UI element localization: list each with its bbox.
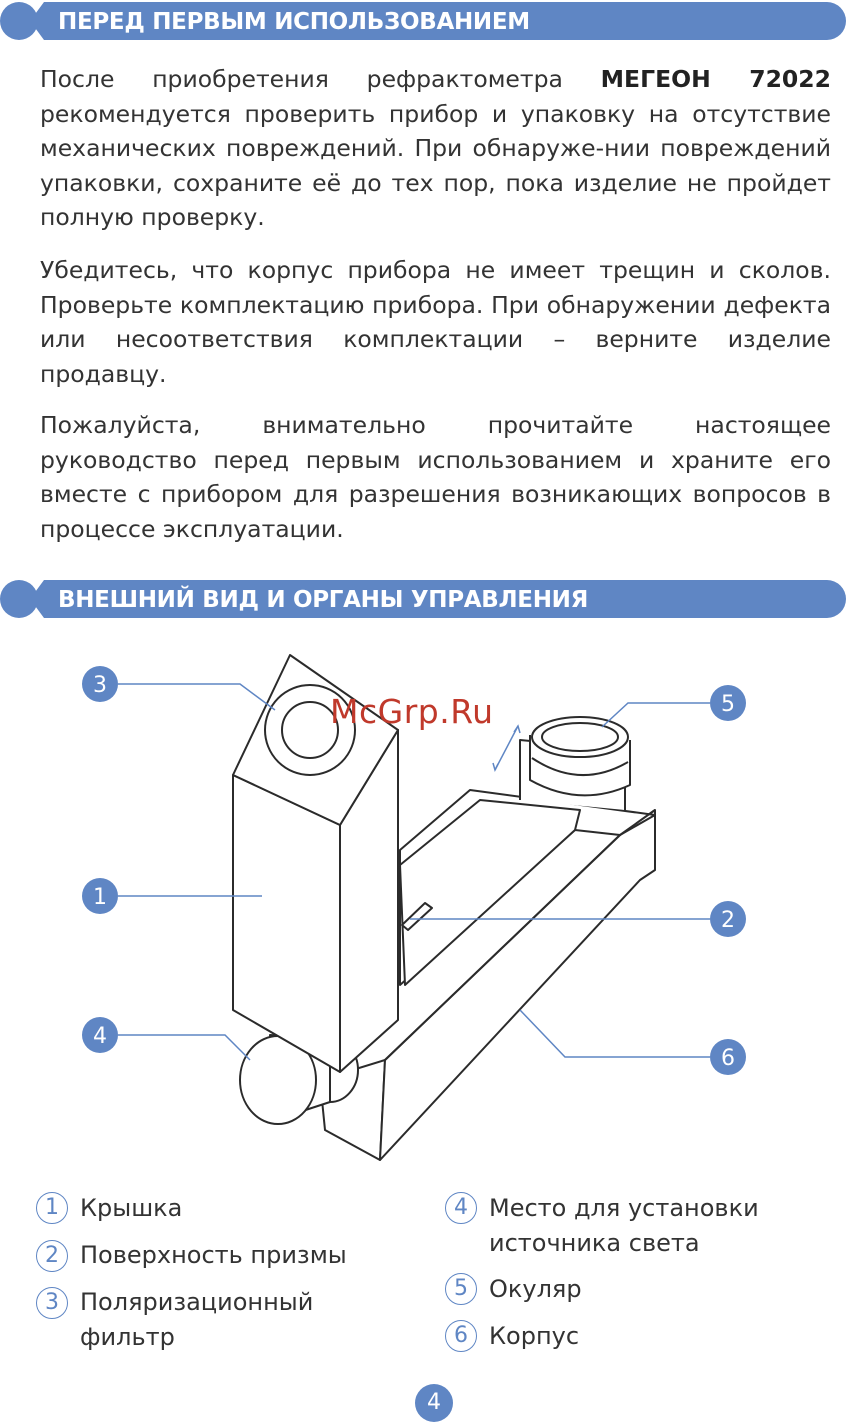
callout-2 (710, 901, 746, 937)
callout-4 (82, 1017, 118, 1053)
callout-label-4: 4 (93, 1024, 107, 1049)
paragraph-2: Убедитесь, что корпус прибора не имеет т… (40, 256, 831, 388)
paragraph-3: Пожалуйста, внимательно прочитайте насто… (40, 411, 831, 543)
page-number: 4 (415, 1384, 453, 1422)
prism-window (401, 902, 433, 931)
section-header-before-use: ПЕРЕД ПЕРВЫМ ИСПОЛЬЗОВАНИЕМ (0, 2, 846, 44)
section-header-appearance: ВНЕШНИЙ ВИД И ОРГАНЫ УПРАВЛЕНИЯ (0, 580, 846, 622)
legend-text-2: Поверхность призмы (80, 1241, 347, 1269)
prism-surface (399, 799, 581, 986)
legend-num-6: 6 (445, 1320, 477, 1352)
callout-label-2: 2 (721, 908, 735, 933)
callout-1 (82, 878, 118, 914)
body-side (384, 809, 656, 1061)
callout-6 (710, 1039, 746, 1075)
eyepiece-lens (541, 722, 619, 752)
callout-3 (82, 666, 118, 702)
callout-label-3: 3 (93, 673, 107, 698)
product-name: МЕГЕОН 72022 (600, 65, 831, 93)
legend-text-5: Окуляр (489, 1275, 582, 1303)
callouts (82, 666, 746, 1075)
refractometer-diagram: 3 1 4 5 2 6 (82, 654, 746, 1161)
eyepiece-ring (531, 757, 629, 777)
legend-num-3: 3 (36, 1287, 68, 1319)
legend-text-4a: Место для установки (489, 1194, 759, 1222)
legend-num-4: 4 (445, 1192, 477, 1224)
section-title: ПЕРЕД ПЕРВЫМ ИСПОЛЬЗОВАНИЕМ (58, 9, 530, 35)
callout-label-6: 6 (721, 1046, 735, 1071)
legend-text-1: Крышка (80, 1194, 183, 1222)
section-title: ВНЕШНИЙ ВИД И ОРГАНЫ УПРАВЛЕНИЯ (58, 587, 589, 613)
legend-num-5: 5 (445, 1273, 477, 1305)
legend-num-1: 1 (36, 1192, 68, 1224)
legend-text-3a: Поляризационный (80, 1288, 314, 1316)
legend-text-4b: источника света (489, 1229, 700, 1257)
callout-label-5: 5 (721, 692, 735, 717)
callout-label-1: 1 (93, 885, 107, 910)
legend-num-2: 2 (36, 1240, 68, 1272)
header-bar (30, 580, 846, 618)
filter-inner (281, 701, 339, 759)
header-bar (30, 2, 846, 40)
paragraph-1: После приобретения рефрактометра МЕГЕОН … (40, 65, 831, 231)
lid-front (232, 774, 341, 1073)
legend-text-3b: фильтр (80, 1323, 175, 1351)
watermark: McGrp.Ru (330, 692, 494, 731)
callout-5 (710, 685, 746, 721)
legend-text-6: Корпус (489, 1322, 580, 1350)
